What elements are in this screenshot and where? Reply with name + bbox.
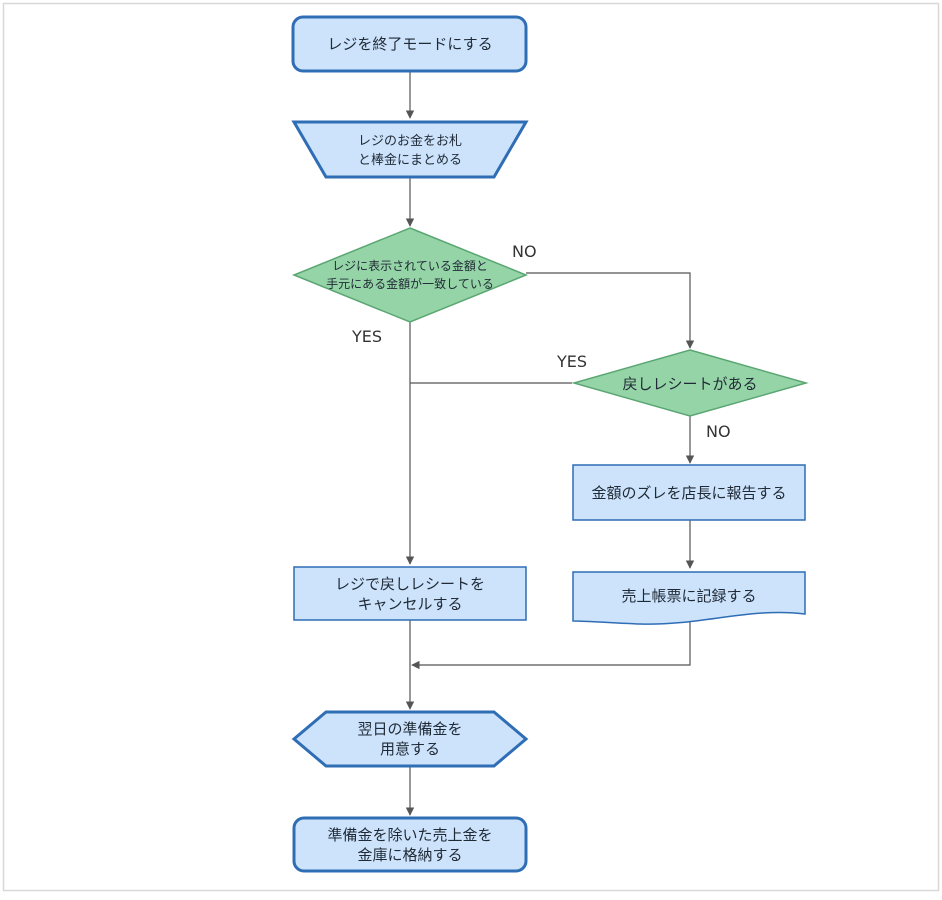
node-check-amount[interactable]: レジに表示されている金額と 手元にある金額が一致している [292,227,528,323]
node-start[interactable]: レジを終了モードにする [291,15,528,73]
edge-label-check-yes: YES [351,327,382,346]
node-store-label-1: 準備金を除いた売上金を [327,826,492,844]
edge-label-refund-yes: YES [556,352,587,371]
node-start-label: レジを終了モードにする [327,35,492,53]
node-cancel-refund[interactable]: レジで戻しレシートを キャンセルする [293,566,527,621]
node-prepare[interactable]: 翌日の準備金を 用意する [291,710,529,768]
node-prepare-label-2: 用意する [380,740,440,758]
edge-label-check-no: NO [512,242,537,261]
node-refund-receipt-shape [571,349,809,417]
node-check-amount-label-2: 手元にある金額が一致している [326,276,494,291]
node-cancel-refund-label-1: レジで戻しレシートを [335,575,485,593]
edge-label-refund-no: NO [706,422,731,441]
node-collect[interactable]: レジのお金をお札 と棒金にまとめる [291,120,529,179]
node-store[interactable]: 準備金を除いた売上金を 金庫に格納する [292,816,528,873]
node-record-label: 売上帳票に記録する [621,587,756,605]
edge-record-to-merge [411,620,691,670]
node-cancel-refund-label-2: キャンセルする [357,595,462,613]
edge-check-no [526,272,695,349]
node-report[interactable]: 金額のズレを店長に報告する [572,464,806,521]
node-start-shape [291,15,528,73]
edges [405,71,695,816]
node-store-label-2: 金庫に格納する [357,846,462,864]
node-collect-shape [291,120,529,179]
node-store-shape [292,816,528,873]
node-collect-label-1: レジのお金をお札 [358,133,462,149]
node-collect-label-2: と棒金にまとめる [358,152,462,168]
node-cancel-refund-shape [293,566,527,621]
node-report-shape [572,464,806,521]
node-report-label: 金額のズレを店長に報告する [591,484,786,502]
node-check-amount-label-1: レジに表示されている金額と [332,258,488,273]
node-prepare-shape [291,710,529,768]
node-record[interactable]: 売上帳票に記録する [572,571,806,625]
node-refund-receipt[interactable]: 戻しレシートがある [571,349,809,417]
node-record-shape [572,571,806,625]
node-prepare-label-1: 翌日の準備金を [357,720,462,738]
node-refund-receipt-label: 戻しレシートがある [622,375,757,393]
node-check-amount-shape [292,227,528,323]
